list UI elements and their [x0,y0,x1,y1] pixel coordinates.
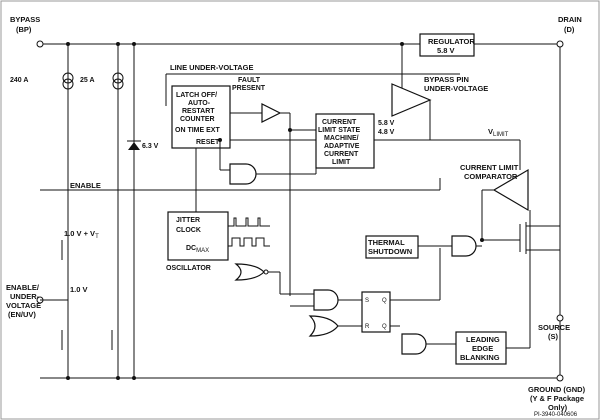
current-240-label: 240 A [10,77,28,84]
vt-label: 1.0 V + VT [64,229,99,240]
set-and-gate [313,289,339,311]
oscillator-label: OSCILLATOR [166,265,211,272]
csm-line-4: ADAPTIVE [324,143,360,150]
latch-counter-block [171,85,231,149]
cl-comp-label-2: COMPARATOR [464,172,518,181]
drain-label: DRAIN [558,15,582,24]
regulator-voltage: 5.8 V [437,46,455,55]
dcmax-waveform [228,237,270,247]
csm-line-1: CURRENT [322,119,357,126]
enable-pin-line-1: ENABLE/ [6,283,40,292]
leb-line-1: LEADING [466,335,500,344]
leb-and-gate [401,333,427,355]
source-abbr: (S) [548,332,559,341]
source-label: SOURCE [538,323,570,332]
reset-and-gate [229,163,257,185]
ff-qbar: Q [382,324,387,330]
latch-line-4: COUNTER [180,116,215,123]
bypass-uv-comparator [391,83,432,117]
bypass-uv-label-1: BYPASS PIN [424,75,469,84]
bypass-abbr: (BP) [16,25,32,34]
ground-label: GROUND (GND) [528,385,586,394]
drain-abbr: (D) [564,25,575,34]
zener-label: 6.3 V [142,143,159,150]
oscillator-nor-gate [234,263,265,281]
enable-pin-line-3: VOLTAGE [6,301,41,310]
ff-s: S [365,298,369,304]
thermal-line-1: THERMAL [368,238,405,247]
line-uv-label: LINE UNDER-VOLTAGE [170,63,253,72]
v10-label: 1.0 V [70,285,88,294]
bypass-uv-label-2: UNDER-VOLTAGE [424,84,488,93]
fault-label-2: PRESENT [232,85,266,92]
thermal-shutdown-block [365,235,419,259]
latch-line-6: RESET [196,139,220,146]
zener-diode-icon [127,140,141,150]
regulator-block [419,33,475,57]
current-source-25-icon [112,72,124,90]
drive-and-gate [451,235,477,257]
ff-q: Q [382,298,387,304]
current-limit-comparator [492,168,529,212]
uv-5v8: 5.8 V [378,120,395,127]
fault-label-1: FAULT [238,77,261,84]
csm-line-2: LIMIT STATE [318,127,360,134]
enable-pin-line-4: (EN/UV) [8,310,36,319]
source-pin [556,314,564,322]
ground-note-1: (Y & F Package [530,394,584,403]
latch-line-2: AUTO- [188,100,211,107]
latch-line-1: LATCH OFF/ [176,92,217,99]
regulator-label: REGULATOR [428,37,475,46]
bypass-label: BYPASS [10,15,40,24]
current-source-240-icon [62,72,74,90]
clock-label: CLOCK [176,227,201,234]
reset-or-gate [308,315,339,337]
fault-buffer [261,103,282,123]
drain-pin [556,40,564,48]
leb-line-3: BLANKING [460,353,500,362]
thermal-line-2: SHUTDOWN [368,247,412,256]
current-limit-state-machine-block [315,113,375,169]
enable-pin-line-2: UNDER- [10,292,40,301]
current-25-label: 25 A [80,77,95,84]
leb-line-2: EDGE [472,344,493,353]
ground-pin [556,374,564,382]
enable-transistor-icon [40,236,119,354]
vlimit-label: VLIMIT [488,127,509,138]
uv-4v8: 4.8 V [378,129,395,136]
jitter-label: JITTER [176,217,200,224]
leading-edge-blanking-block [455,331,507,365]
latch-line-5: ON TIME EXT [175,127,220,134]
csm-line-6: LIMIT [332,159,351,166]
dcmax-label: DCMAX [186,245,209,254]
power-mosfet-icon [482,222,560,254]
ff-r: R [365,324,370,330]
csm-line-3: MACHINE/ [324,135,359,142]
jitter-clock-block [167,211,229,261]
bypass-pin [36,40,44,48]
figure-id: PI-3940-040606 [534,412,578,418]
junction-dots [66,42,484,380]
csm-line-5: CURRENT [324,151,359,158]
cl-comp-label-1: CURRENT LIMIT [460,163,519,172]
clock-waveform [228,217,270,227]
enable-label: ENABLE [70,181,101,190]
ground-note-2: Only) [548,403,568,412]
latch-line-3: RESTART [182,108,215,115]
sr-flip-flop [361,291,391,333]
